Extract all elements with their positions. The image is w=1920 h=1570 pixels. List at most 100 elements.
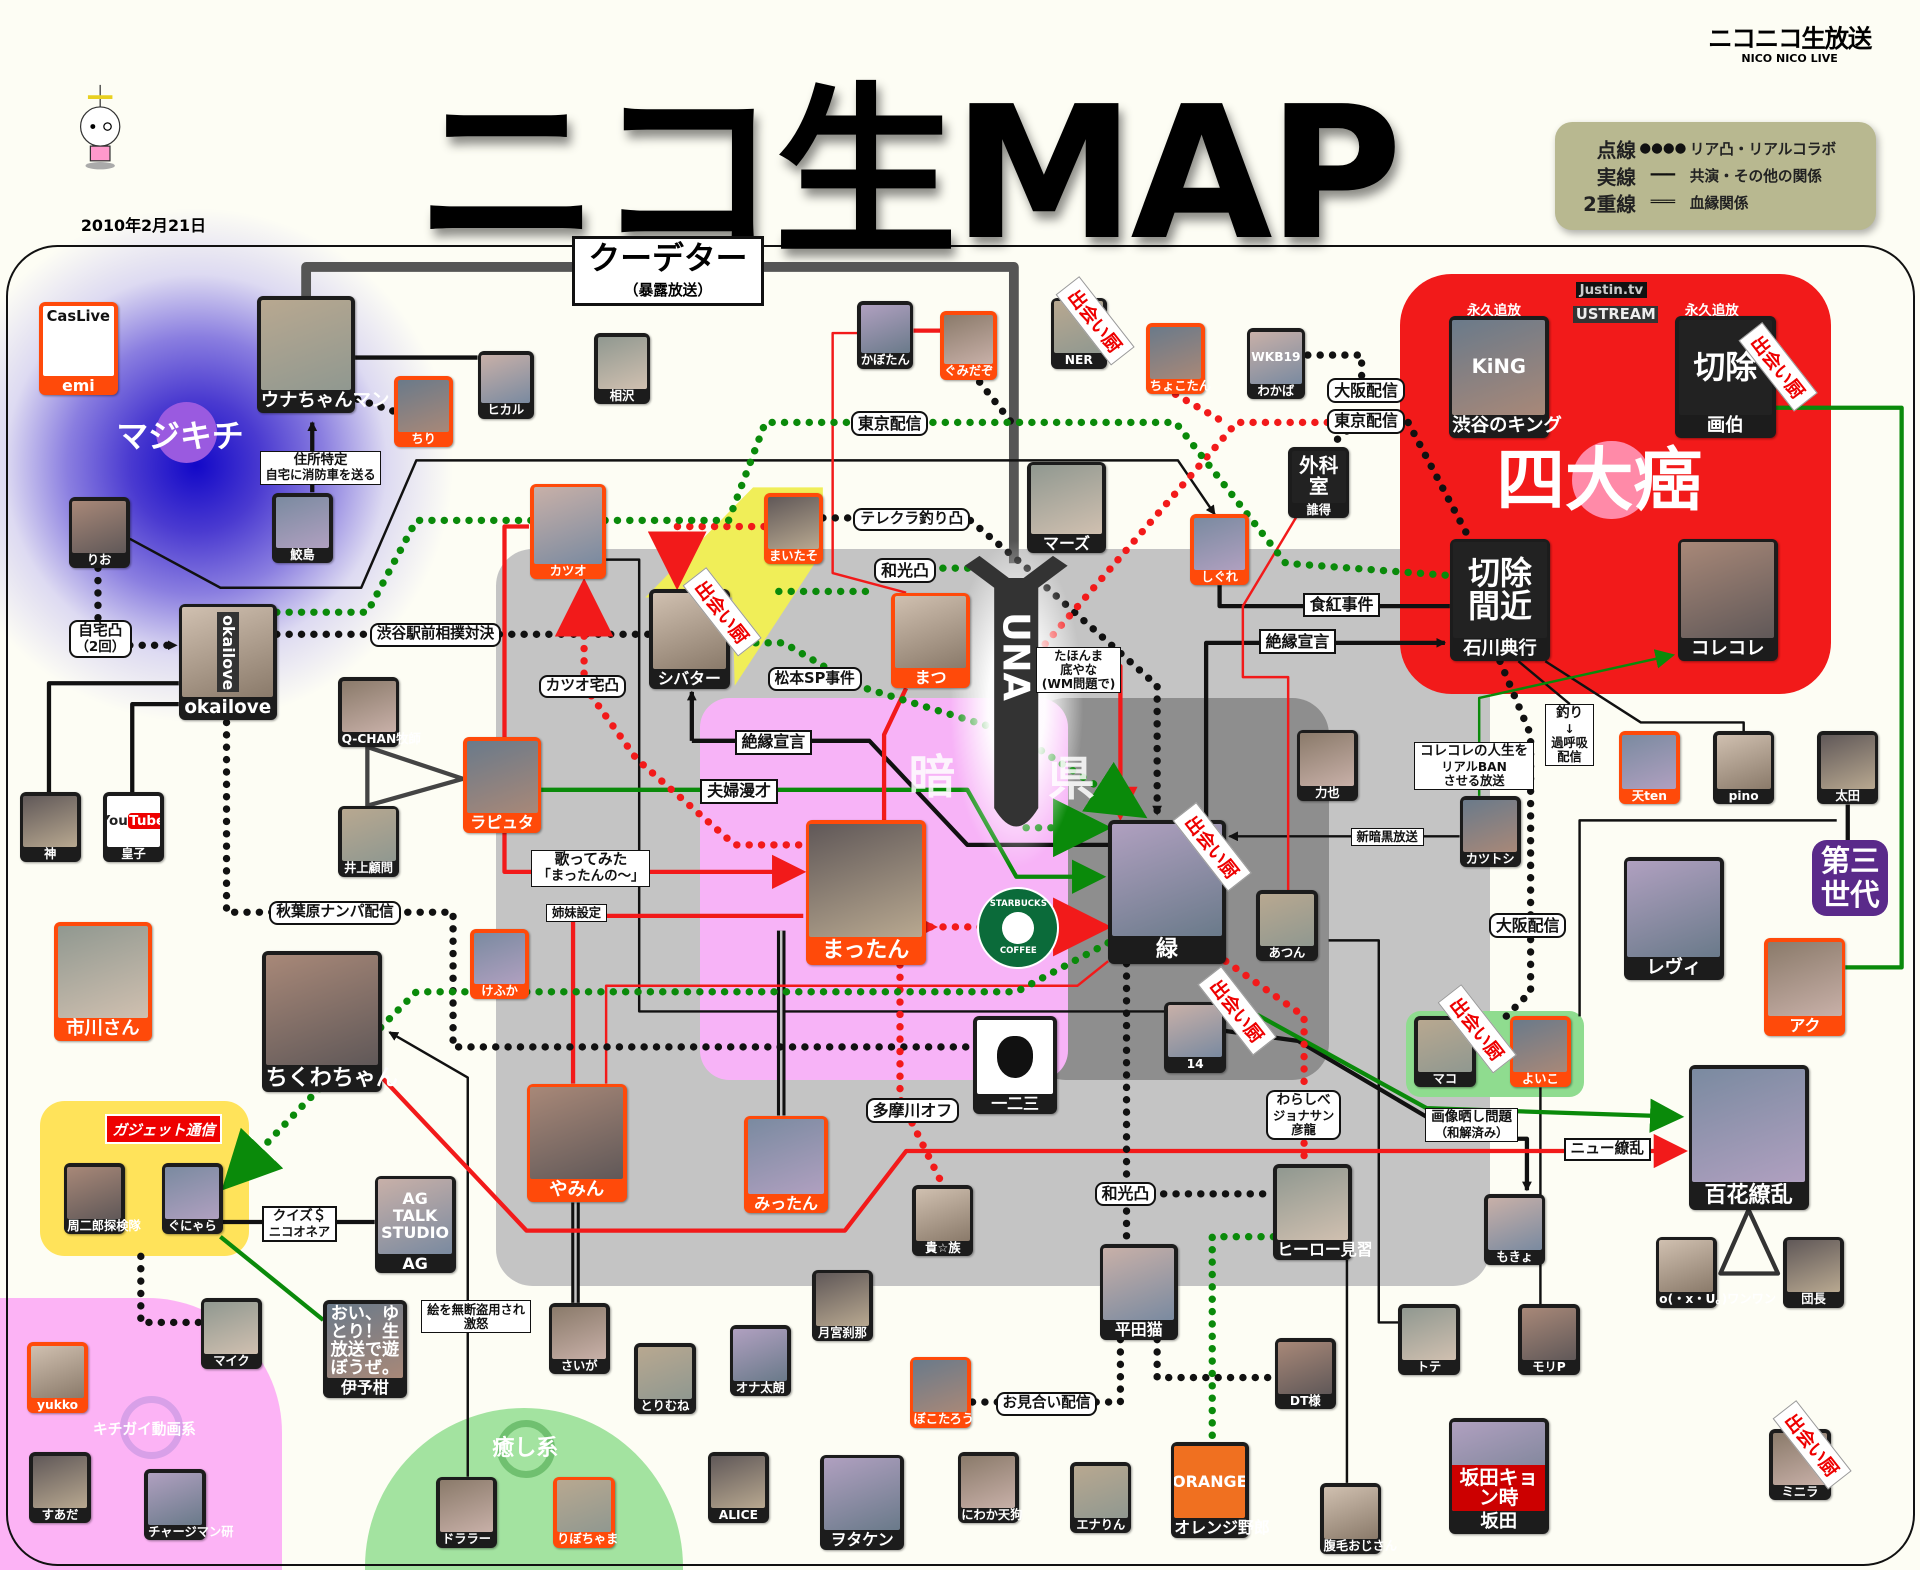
shidaigan-circle [1572,440,1651,520]
node-heromi[interactable]: ヒーロー見習 [1273,1164,1373,1260]
avatar-image [33,1455,87,1508]
node-aku[interactable]: アク [1764,937,1846,1036]
legend-term: 点線 [1596,138,1636,162]
node-tote[interactable]: トテ [1398,1304,1460,1376]
node-wanwan[interactable]: o(・x・U。)ワンワン [1655,1236,1776,1308]
node-suada[interactable]: すあだ [29,1452,91,1524]
edge-label-line: 多摩川オフ [872,1100,953,1120]
node-rikiya[interactable]: 力也 [1296,729,1358,801]
node-enarin[interactable]: エナりん [1070,1462,1132,1534]
shidaigan-label: 四大癌 [1496,440,1703,521]
node-sakata[interactable]: 坂田キョン時坂田 [1448,1417,1549,1535]
node-shigure[interactable]: しぐれ [1190,514,1249,586]
node-aizawa[interactable]: 相沢 [593,333,651,405]
node-alice[interactable]: ALICE [707,1452,769,1524]
node-samejima[interactable]: 鮫島 [271,493,334,564]
node-maitaso[interactable]: まいたそ [764,493,823,565]
node-mokyo[interactable]: もきょ [1484,1193,1546,1265]
node-onataro[interactable]: オナ太朗 [729,1324,792,1396]
node-katsutoshi[interactable]: カツトシ [1459,795,1521,867]
node-ichikawa[interactable]: 市川さん [53,922,152,1041]
legend-term: 実線 [1596,165,1636,189]
node-tenten[interactable]: 天ten [1618,731,1680,805]
node-levi[interactable]: レヴィ [1623,857,1725,980]
dotted-connector [1324,427,1351,451]
node-unachanman[interactable]: ウナちゃんマン [257,296,389,413]
node-yoiko[interactable]: よいこ [1509,1016,1572,1088]
node-ouji[interactable]: YouTube皇子 [102,792,165,863]
edge-label-newryoran: ニュー繚乱 [1563,1137,1651,1161]
node-korekore[interactable]: コレコレ [1677,538,1778,662]
node-maiku[interactable]: マイク [200,1297,263,1369]
node-gunyara[interactable]: ぐにゃら [161,1163,223,1235]
coup-sub: （暴露放送） [623,281,713,299]
node-hyakka[interactable]: 百花繚乱 [1688,1065,1809,1210]
edge-label-line: 新暗黒放送 [1356,829,1418,844]
node-katsuo[interactable]: カツオ [530,483,607,580]
edge-label-emuda: 絵を無断盗用され激怒 [421,1300,531,1333]
node-hirataneko[interactable]: 平田猫 [1099,1244,1178,1340]
node-mars[interactable]: マーズ [1027,461,1106,554]
node-hikaru[interactable]: ヒカル [477,351,534,419]
node-hifumi[interactable]: 一二三 [973,1016,1057,1115]
edge-label-line: わらしべ [1276,1092,1331,1109]
node-iyokan[interactable]: おい、ゆとり！生放送で遊ぼうぜ。伊予柑 [323,1300,407,1399]
node-kami[interactable]: 神 [19,792,81,863]
node-gekashitsu[interactable]: 外科室誰得 [1288,446,1350,518]
avatar-image [148,1473,203,1526]
node-mittan[interactable]: みったん [744,1115,828,1214]
edge-label-wako1: 和光凸 [874,558,936,584]
node-ribochama[interactable]: りぼちゃま [553,1476,618,1548]
node-otaken[interactable]: ヲタケン [820,1454,904,1551]
avatar-image [341,680,396,732]
edge-label-line: ↓ [1564,721,1575,736]
node-kizoku[interactable]: 貴☆族 [912,1185,974,1257]
node-qchan[interactable]: Q-CHAN牧師 [337,677,421,747]
node-label: すあだ [41,1507,79,1522]
node-pino[interactable]: pino [1713,731,1775,805]
node-kefuka[interactable]: けふか [470,929,529,1000]
node-matsu[interactable]: まつ [891,592,970,689]
node-yukko[interactable]: yukko [26,1342,89,1414]
avatar-image [711,1455,766,1508]
node-gumidazo[interactable]: ぐみだぞ [940,311,997,380]
node-ishikawa[interactable]: 切除間近石川典行 [1449,538,1551,662]
node-n14[interactable]: 14 [1164,1001,1226,1073]
edge-label-line: 松本SP事件 [774,669,855,687]
node-chokotan[interactable]: ちょこたん [1146,323,1211,395]
node-harage[interactable]: 腹毛おじさん [1320,1482,1397,1554]
avatar-image [165,1166,220,1219]
node-tsukimiya[interactable]: 月宮刹那 [811,1269,874,1341]
majikichi-label: マジキチ [116,417,244,456]
node-shujiro[interactable]: 周二郎探検隊 [63,1163,141,1235]
node-dancho[interactable]: 団長 [1782,1236,1845,1308]
node-laputa[interactable]: ラピュタ [462,737,542,833]
node-atsun[interactable]: あつん [1256,890,1318,962]
node-rio[interactable]: りお [68,497,130,569]
starbucks-logo: STARBUCKS COFFEE [977,886,1060,969]
node-niwaka[interactable]: にわか天狗 [957,1452,1022,1524]
node-ota[interactable]: 太田 [1817,731,1879,805]
node-bokotaro[interactable]: ぼこたろう [909,1356,974,1428]
avatar-image: KiNG [1452,319,1546,416]
node-dt[interactable]: DT様 [1274,1338,1336,1410]
node-chiri[interactable]: ちり [394,375,454,447]
node-torimune[interactable]: とりむね [634,1343,696,1415]
node-yamin[interactable]: やみん [526,1083,627,1203]
node-saiga[interactable]: さいが [548,1302,610,1374]
node-morip[interactable]: モリP [1518,1304,1580,1376]
node-chargeman[interactable]: チャージマン研 [144,1469,233,1541]
node-dorara[interactable]: ドララー [435,1476,498,1548]
node-chikuwa[interactable]: ちくわちゃん [262,951,398,1093]
node-inoue[interactable]: 井上顧問 [337,805,400,877]
node-kabotan[interactable]: かぼたん [857,301,914,369]
avatar-image [809,824,923,938]
node-mattan[interactable]: まったん [805,820,926,965]
node-label: マコ [1432,1072,1458,1087]
